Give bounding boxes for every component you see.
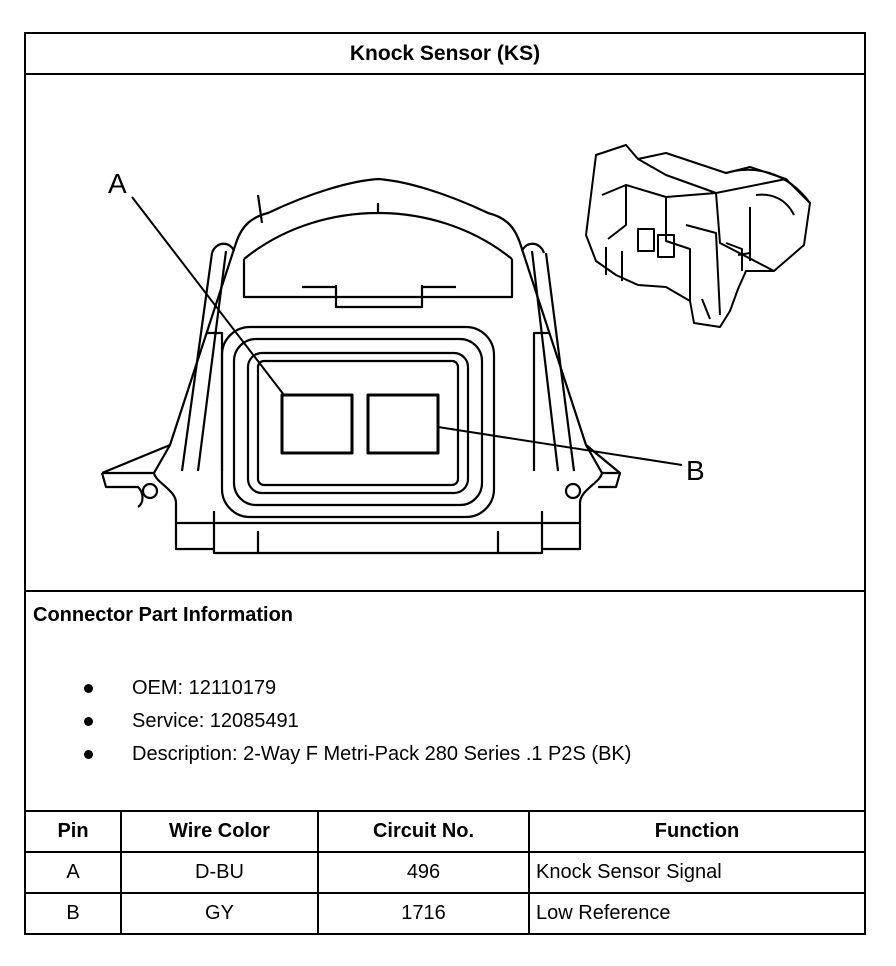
connector-perspective-view <box>585 144 811 328</box>
latch-arch <box>243 211 513 260</box>
list-item-description: Description: 2-Way F Metri-Pack 280 Seri… <box>84 738 631 771</box>
table-header-row: Pin Wire Color Circuit No. Function <box>26 812 864 853</box>
service-text: Service: 12085491 <box>132 710 299 732</box>
cavity-inner <box>246 351 470 495</box>
connector-part-info: Connector Part Information OEM: 12110179… <box>26 592 864 812</box>
terminal-cavity-b <box>366 393 440 455</box>
info-heading: Connector Part Information <box>33 604 294 626</box>
latch-tab <box>334 285 424 309</box>
header-function: Function <box>528 812 864 853</box>
connector-sheet: Knock Sensor (KS) <box>24 32 866 935</box>
page-title: Knock Sensor (KS) <box>26 34 864 75</box>
connector-figure: A B <box>26 75 864 592</box>
bullet-icon <box>84 717 93 726</box>
cavity-outer <box>220 325 496 519</box>
cell-pin: A <box>26 851 122 894</box>
pinout-table: Pin Wire Color Circuit No. Function A D-… <box>26 812 864 933</box>
description-text: Description: 2-Way F Metri-Pack 280 Seri… <box>132 743 632 765</box>
connector-outer-body <box>152 177 604 525</box>
callout-label-a: A <box>108 168 127 199</box>
callout-label-b: B <box>686 455 705 486</box>
cell-pin: B <box>26 892 122 933</box>
leader-line-b <box>437 426 683 466</box>
cell-circuit-no: 496 <box>317 851 530 894</box>
header-pin: Pin <box>26 812 122 853</box>
cavity-mid <box>232 337 484 507</box>
header-circuit-no: Circuit No. <box>317 812 530 853</box>
cell-wire-color: D-BU <box>120 851 319 894</box>
leader-line-a <box>131 196 285 396</box>
table-row: B GY 1716 Low Reference <box>26 892 864 933</box>
bullet-icon <box>84 684 93 693</box>
cell-wire-color: GY <box>120 892 319 933</box>
table-row: A D-BU 496 Knock Sensor Signal <box>26 851 864 894</box>
cell-function: Knock Sensor Signal <box>528 851 864 894</box>
cell-function: Low Reference <box>528 892 864 933</box>
part-info-list: OEM: 12110179 Service: 12085491 Descript… <box>84 672 631 771</box>
terminal-cavity-a <box>280 393 354 455</box>
connector-drawing: A B <box>100 144 811 555</box>
cell-circuit-no: 1716 <box>317 892 530 933</box>
oem-text: OEM: 12110179 <box>132 677 277 699</box>
bullet-icon <box>84 750 93 759</box>
header-wire-color: Wire Color <box>120 812 319 853</box>
list-item-oem: OEM: 12110179 <box>84 672 631 705</box>
list-item-service: Service: 12085491 <box>84 705 631 738</box>
